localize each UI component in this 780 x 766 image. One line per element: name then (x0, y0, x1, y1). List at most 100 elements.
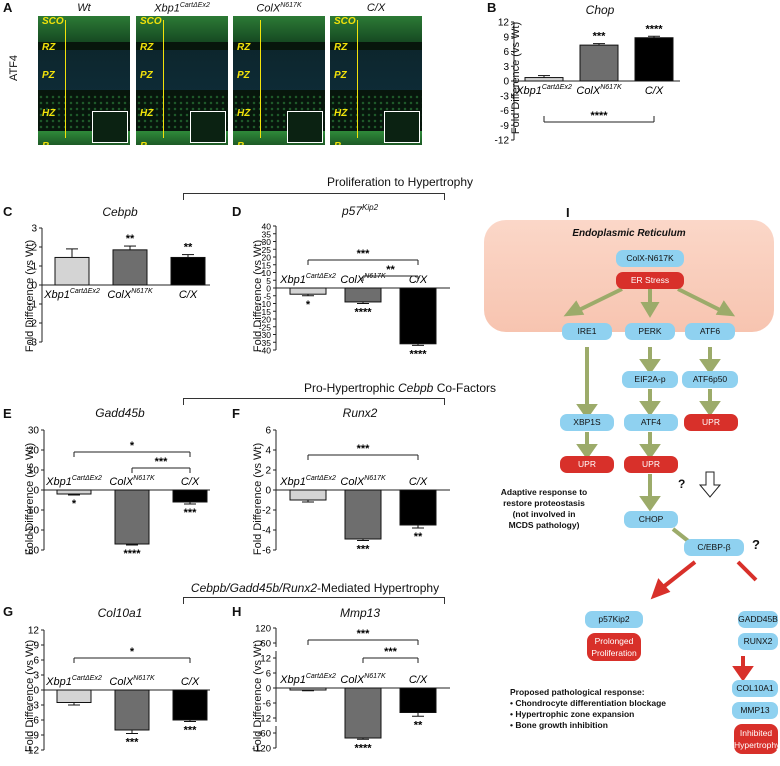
y-tick-label: 0 (266, 284, 271, 294)
panel-label-f: F (232, 406, 240, 421)
significance-0: * (306, 299, 311, 311)
node-inhibited: Inhibited Hypertrophy (734, 724, 780, 754)
y-tick-label: 0 (33, 686, 39, 697)
bar-1 (344, 287, 382, 303)
y-tick-label: -6 (500, 106, 509, 117)
bar-0 (289, 687, 327, 691)
category-label-1: ColXN617K (340, 475, 386, 488)
arrowhead-cebpb-p57 (650, 578, 671, 600)
y-tick-label: 9 (33, 641, 39, 652)
chart-title-e: Gadd45b (95, 406, 145, 420)
node-mmp13: MMP13 (732, 702, 778, 719)
y-tick-label: -12 (25, 746, 40, 757)
y-tick-label: 0 (503, 77, 509, 88)
significance-2: ** (414, 531, 423, 543)
significance-1: **** (123, 548, 141, 560)
zone-bracket (65, 20, 66, 138)
y-tick-label: 20 (262, 253, 272, 263)
node-upr-perk: UPR (624, 456, 678, 473)
y-tick-label: 1 (31, 262, 37, 273)
bar-0 (54, 256, 90, 286)
bar-0 (56, 489, 92, 495)
significance-1: **** (354, 307, 372, 319)
micrograph-title-2: ColXN617K (256, 2, 302, 15)
section-bracket-2 (183, 398, 445, 405)
significance-2: ** (184, 242, 193, 254)
bar-0 (524, 77, 564, 82)
y-tick-label: 2 (265, 466, 271, 477)
y-tick-label: 25 (262, 245, 272, 255)
y-tick-label: 10 (28, 466, 40, 477)
panel-label-g: G (3, 604, 14, 619)
axis-break (272, 647, 280, 651)
proposed-note: Proposed pathological response: • Chondr… (510, 687, 666, 730)
section-proliferation: Proliferation to Hypertrophy (326, 175, 474, 189)
comparison-label-0: *** (357, 248, 371, 260)
chart-title-b: Chop (585, 3, 615, 17)
comparison-label-0: *** (357, 443, 371, 455)
category-label-1: ColXN617K (340, 673, 386, 686)
comparison-label-0: * (130, 646, 135, 658)
y-tick-label: 0 (31, 281, 37, 292)
arrowhead-stress-ire1 (563, 300, 585, 317)
category-label-2: C/X (179, 289, 198, 301)
zone-label: RZ (140, 42, 154, 53)
chart-h: -120-60-12-6061260120Xbp1CartΔEx2****Col… (252, 624, 450, 755)
adaptive-note: Adaptive response to restore proteostasi… (500, 487, 588, 530)
bar-1 (114, 689, 150, 731)
category-label-0: Xbp1CartΔEx2 (515, 84, 572, 97)
y-tick-label: 0 (265, 486, 271, 497)
y-tick-label: -3 (500, 91, 509, 102)
bar-2 (399, 287, 437, 345)
bar-1 (344, 687, 382, 739)
y-tick-label: -20 (259, 315, 272, 325)
significance-2: ** (414, 719, 423, 731)
y-tick-label: -20 (25, 526, 40, 537)
arrowhead-xbp1s-upr (576, 444, 598, 460)
y-tick-label: 12 (260, 654, 271, 665)
category-label-1: ColXN617K (109, 475, 155, 488)
chart-title-f: Runx2 (342, 406, 378, 420)
node-er-stress: ER Stress (616, 272, 684, 289)
y-tick-label: 35 (262, 229, 272, 239)
y-tick-label: 10 (262, 268, 272, 278)
arrow-cebpb-p57 (660, 560, 697, 590)
arrowhead-runx2-col10a1 (732, 666, 754, 682)
chart-title-h: Mmp13 (339, 606, 380, 620)
y-tick-label: 4 (265, 446, 271, 457)
zone-label: HZ (140, 108, 154, 119)
y-tick-label: 3 (503, 62, 509, 73)
chart-e: -30-20-100102030*Xbp1CartΔEx2****ColXN61… (25, 426, 210, 560)
y-tick-label: -40 (259, 346, 272, 356)
y-tick-label: -12 (495, 136, 510, 147)
bar-1 (114, 489, 150, 545)
y-tick-label: 20 (28, 446, 40, 457)
y-tick-label: 6 (266, 669, 271, 680)
bar-1 (579, 44, 619, 82)
node-p57: p57Kip2 (585, 611, 643, 628)
comparison-label-0: **** (590, 110, 608, 122)
y-tick-label: -6 (30, 716, 39, 727)
y-tick-label: 6 (265, 426, 271, 437)
node-eif2a: EIF2A-p (622, 371, 678, 388)
category-label-0: Xbp1CartΔEx2 (45, 475, 102, 488)
node-upr-atf6: UPR (684, 414, 738, 431)
significance-2: *** (184, 725, 198, 737)
bar-2 (634, 37, 674, 82)
zone-label: HZ (334, 108, 348, 119)
y-tick-label: 9 (503, 32, 509, 43)
zone-label: PZ (237, 70, 250, 81)
y-tick-label: -6 (263, 699, 271, 710)
micrograph-inset (190, 111, 226, 143)
panel-label-b: B (487, 0, 497, 15)
atf4-label: ATF4 (8, 54, 20, 82)
micrograph-title-0: Wt (77, 2, 91, 14)
chart-title-g: Col10a1 (97, 606, 143, 620)
y-tick-label: -30 (259, 330, 272, 340)
panel-label-d: D (232, 204, 242, 219)
y-tick-label: 3 (33, 671, 39, 682)
y-tick-label: 0 (33, 486, 39, 497)
